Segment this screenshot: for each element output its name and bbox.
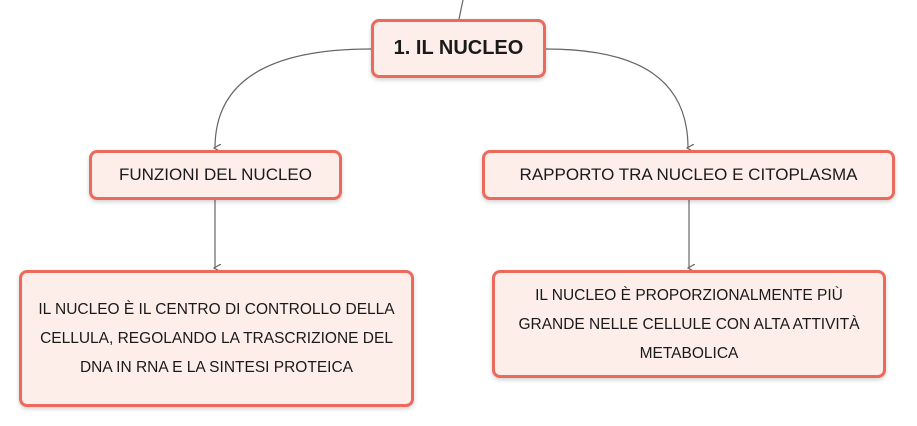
root-node[interactable]: 1. IL NUCLEO bbox=[371, 19, 546, 78]
leaf-node-rapporto[interactable]: IL NUCLEO È PROPORZIONALMENTE PIÙ GRANDE… bbox=[492, 270, 886, 378]
leaf-node-text: IL NUCLEO È PROPORZIONALMENTE PIÙ GRANDE… bbox=[518, 286, 860, 362]
incoming-connector bbox=[458, 0, 464, 20]
branch-node-label: FUNZIONI DEL NUCLEO bbox=[118, 165, 312, 184]
connector-root-to-left-branch bbox=[215, 48, 372, 148]
branch-node-rapporto[interactable]: RAPPORTO TRA NUCLEO E CITOPLASMA bbox=[482, 150, 895, 200]
leaf-node-text: IL NUCLEO È IL CENTRO DI CONTROLLO DELLA… bbox=[38, 301, 395, 376]
branch-node-label: RAPPORTO TRA NUCLEO E CITOPLASMA bbox=[519, 165, 858, 184]
leaf-node-funzioni[interactable]: IL NUCLEO È IL CENTRO DI CONTROLLO DELLA… bbox=[19, 270, 414, 407]
branch-node-funzioni[interactable]: FUNZIONI DEL NUCLEO bbox=[89, 150, 342, 200]
root-node-label: 1. IL NUCLEO bbox=[393, 37, 524, 59]
connector-root-to-right-branch bbox=[545, 48, 688, 148]
